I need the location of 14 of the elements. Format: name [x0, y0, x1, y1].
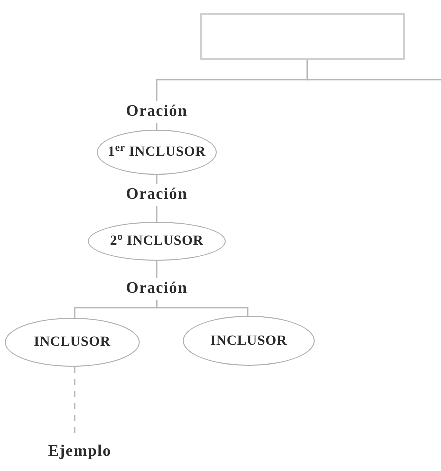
node-label: Oración [112, 278, 202, 300]
inclusor-ellipse: INCLUSOR [5, 318, 140, 367]
inclusor-ellipse: 1$^{er}$ INCLUSOR [97, 130, 217, 175]
inclusor-ellipse: 2$^{o}$ INCLUSOR [88, 222, 226, 261]
connector-line [156, 300, 249, 316]
connector-line [74, 367, 76, 435]
connector-line [156, 261, 158, 278]
connector-line [306, 60, 441, 81]
inclusor-ellipse: INCLUSOR [183, 316, 315, 366]
node-label: Ejemplo [30, 440, 130, 464]
node-label: Oración [112, 184, 202, 206]
node-label: Oración [112, 101, 202, 123]
connector-line [156, 206, 158, 222]
empty-box [200, 13, 405, 60]
